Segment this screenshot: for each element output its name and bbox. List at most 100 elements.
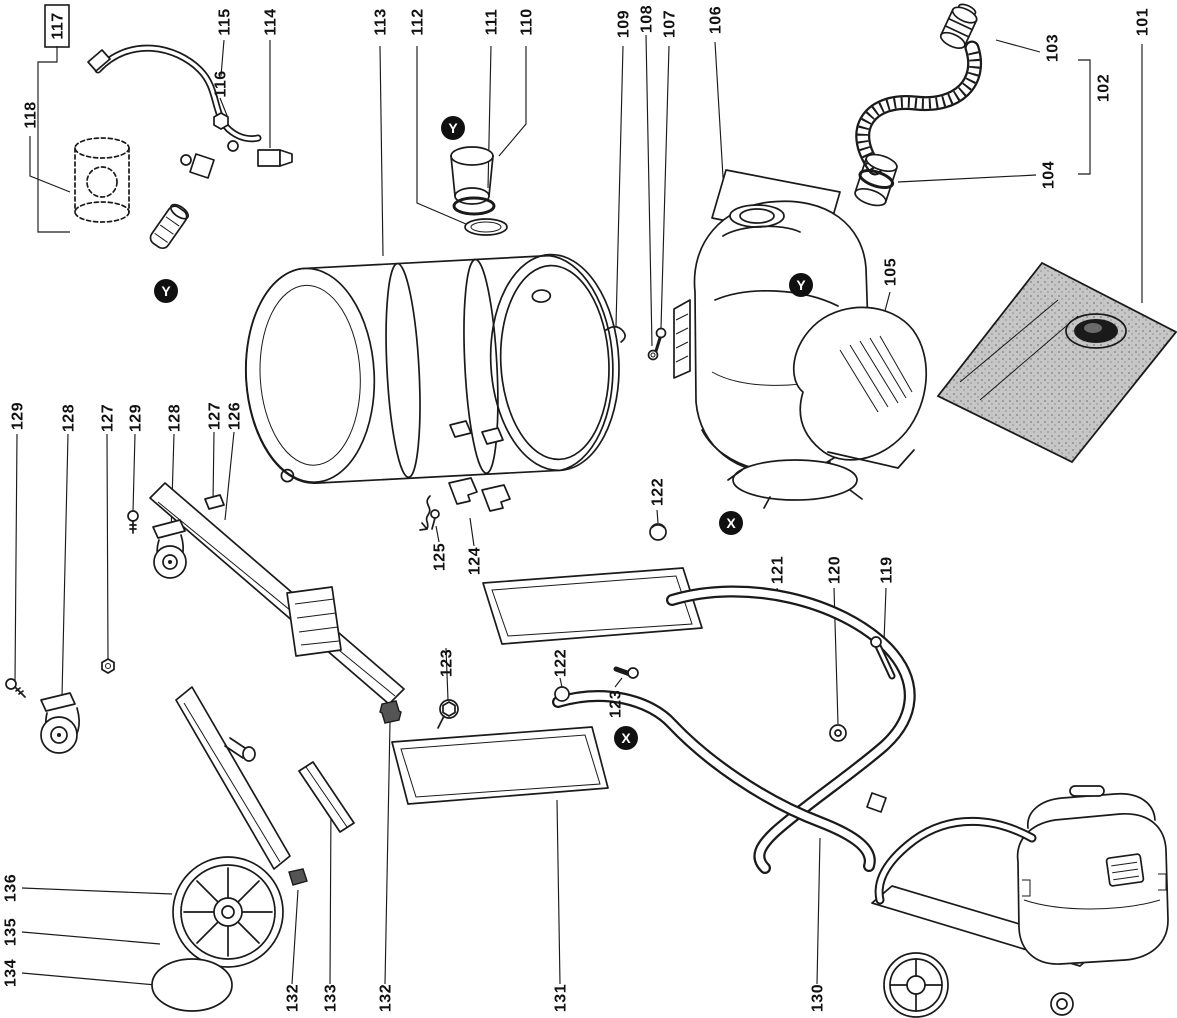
- part-label-134: 134: [3, 959, 20, 987]
- svg-text:121: 121: [770, 556, 787, 584]
- part-label-117: 117: [44, 4, 70, 48]
- tray-lower: [391, 726, 609, 805]
- part-label-135: 135: [3, 918, 20, 946]
- latch-parts: [419, 420, 511, 531]
- svg-text:133: 133: [323, 984, 340, 1012]
- svg-text:101: 101: [1135, 8, 1152, 36]
- svg-text:114: 114: [263, 8, 280, 35]
- svg-text:128: 128: [61, 404, 78, 432]
- svg-text:128: 128: [167, 404, 184, 432]
- tray-upper: [482, 567, 703, 645]
- part-label-107: 107: [662, 10, 679, 38]
- part-label-126: 126: [227, 402, 244, 430]
- svg-text:130: 130: [810, 984, 827, 1012]
- svg-text:120: 120: [827, 556, 844, 584]
- svg-text:136: 136: [3, 874, 20, 902]
- filter-bag: [936, 261, 1177, 464]
- svg-text:129: 129: [128, 404, 145, 432]
- motor-cover: [792, 306, 928, 469]
- part-label-129: 129: [128, 404, 145, 432]
- part-label-131: 131: [553, 984, 570, 1012]
- svg-text:132: 132: [285, 984, 302, 1012]
- part-label-123: 123: [439, 649, 456, 677]
- svg-text:103: 103: [1045, 34, 1062, 62]
- svg-text:127: 127: [100, 404, 117, 432]
- svg-text:119: 119: [879, 556, 896, 583]
- part-label-129: 129: [10, 402, 27, 430]
- svg-text:117: 117: [50, 12, 67, 39]
- cart-frame: [149, 482, 405, 870]
- svg-text:Y: Y: [796, 277, 806, 293]
- part-label-102: 102: [1096, 74, 1113, 102]
- part-label-132: 132: [285, 984, 302, 1012]
- svg-text:105: 105: [883, 258, 900, 286]
- svg-text:131: 131: [553, 984, 570, 1012]
- part-label-127: 127: [100, 404, 117, 432]
- part-label-115: 115: [217, 8, 234, 35]
- bracket-102: [1078, 59, 1091, 175]
- part-label-104: 104: [1041, 161, 1058, 189]
- hose-cuff: [939, 3, 978, 49]
- svg-text:116: 116: [213, 70, 230, 97]
- part-label-133: 133: [323, 984, 340, 1012]
- svg-text:118: 118: [23, 101, 40, 128]
- inlet-deflector: [450, 146, 508, 236]
- hose-fitting: [854, 153, 898, 207]
- svg-text:126: 126: [227, 402, 244, 430]
- svg-text:111: 111: [484, 9, 501, 35]
- assembly-markers: Y Y Y X X: [154, 116, 813, 750]
- part-label-106: 106: [708, 6, 725, 34]
- svg-text:X: X: [726, 515, 736, 531]
- part-label-105: 105: [883, 258, 900, 286]
- part-label-128: 128: [167, 404, 184, 432]
- svg-text:106: 106: [708, 6, 725, 34]
- assembly-marker-y: Y: [441, 116, 465, 140]
- assembled-unit: [871, 785, 1169, 1018]
- svg-text:134: 134: [3, 959, 20, 987]
- svg-text:108: 108: [639, 5, 656, 33]
- part-label-119: 119: [879, 556, 896, 583]
- part-label-110: 110: [519, 8, 536, 35]
- part-label-122: 122: [650, 478, 667, 506]
- part-label-136: 136: [3, 874, 20, 902]
- part-label-123: 123: [608, 690, 625, 718]
- svg-text:123: 123: [608, 690, 625, 718]
- svg-text:124: 124: [467, 547, 484, 575]
- assembly-marker-y: Y: [154, 279, 178, 303]
- rim-fasteners: [605, 325, 667, 361]
- part-label-116: 116: [213, 70, 230, 97]
- svg-text:122: 122: [650, 478, 667, 506]
- svg-text:112: 112: [410, 8, 427, 35]
- svg-text:115: 115: [217, 8, 234, 35]
- casters: [5, 494, 225, 754]
- part-label-127: 127: [207, 402, 224, 430]
- float-assembly: [74, 44, 293, 250]
- part-label-120: 120: [827, 556, 844, 584]
- assembly-marker-y: Y: [789, 273, 813, 297]
- part-label-101: 101: [1135, 8, 1152, 36]
- part-label-113: 113: [373, 8, 390, 35]
- svg-text:129: 129: [10, 402, 27, 430]
- svg-text:102: 102: [1096, 74, 1113, 102]
- svg-text:127: 127: [207, 402, 224, 430]
- hose-assembly: [854, 3, 983, 207]
- svg-text:135: 135: [3, 918, 20, 946]
- part-label-122: 122: [553, 649, 570, 677]
- part-label-132: 132: [378, 984, 395, 1012]
- svg-text:110: 110: [519, 8, 536, 35]
- wheel-group: [151, 856, 308, 1012]
- handle-tubes: [437, 523, 916, 874]
- assembly-marker-x: X: [614, 726, 638, 750]
- part-label-130: 130: [810, 984, 827, 1012]
- part-label-121: 121: [770, 556, 787, 584]
- drum-tank: [244, 253, 620, 484]
- baffle-ring: [727, 459, 863, 509]
- assembly-marker-x: X: [719, 511, 743, 535]
- part-label-103: 103: [1045, 34, 1062, 62]
- part-label-112: 112: [410, 8, 427, 35]
- part-label-114: 114: [263, 8, 280, 35]
- svg-text:123: 123: [439, 649, 456, 677]
- svg-text:113: 113: [373, 8, 390, 35]
